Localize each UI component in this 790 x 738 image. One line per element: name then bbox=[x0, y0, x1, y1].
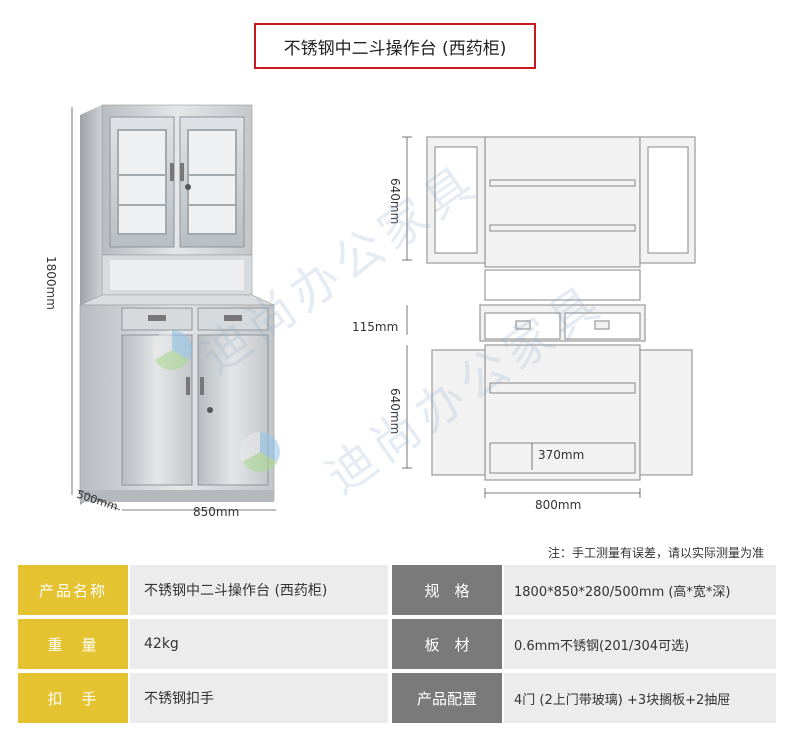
spec-value-2: 1800*850*280/500mm (高*宽*深) bbox=[504, 565, 776, 615]
spec-value: 不锈钢扣手 bbox=[130, 673, 388, 723]
spec-label-2: 规 格 bbox=[392, 565, 502, 615]
width-right-label: 800mm bbox=[535, 498, 582, 512]
spec-value: 42kg bbox=[130, 619, 388, 669]
spec-label-2: 产品配置 bbox=[392, 673, 502, 723]
spec-value-2: 4门 (2上门带玻璃) +3块搁板+2抽屉 bbox=[504, 673, 776, 723]
spec-row: 产品名称 不锈钢中二斗操作台 (西药柜) 规 格 1800*850*280/50… bbox=[18, 565, 776, 615]
measurement-note: 注：手工测量有误差，请以实际测量为准 bbox=[547, 546, 764, 560]
watermark-logo-icon-2 bbox=[240, 432, 280, 472]
spec-value: 不锈钢中二斗操作台 (西药柜) bbox=[130, 565, 388, 615]
spec-label: 产品名称 bbox=[18, 565, 128, 615]
page-title: 不锈钢中二斗操作台 (西药柜) bbox=[254, 23, 536, 69]
watermark-logo-icon bbox=[152, 330, 192, 370]
spec-label-2: 板 材 bbox=[392, 619, 502, 669]
width-label: 850mm bbox=[193, 505, 240, 519]
spec-table: 产品名称 不锈钢中二斗操作台 (西药柜) 规 格 1800*850*280/50… bbox=[18, 565, 776, 727]
spec-row: 重 量 42kg 板 材 0.6mm不锈钢(201/304可选) bbox=[18, 619, 776, 669]
spec-row: 扣 手 不锈钢扣手 产品配置 4门 (2上门带玻璃) +3块搁板+2抽屉 bbox=[18, 673, 776, 723]
middle-height-label: 115mm bbox=[352, 320, 399, 334]
height-total-label: 1800mm bbox=[44, 256, 58, 310]
inner-height-label: 370mm bbox=[538, 448, 585, 462]
spec-value-2: 0.6mm不锈钢(201/304可选) bbox=[504, 619, 776, 669]
spec-label: 重 量 bbox=[18, 619, 128, 669]
upper-height-label: 640mm bbox=[388, 178, 402, 225]
spec-label: 扣 手 bbox=[18, 673, 128, 723]
lower-height-label: 640mm bbox=[388, 388, 402, 435]
cabinet-diagram bbox=[402, 136, 696, 498]
